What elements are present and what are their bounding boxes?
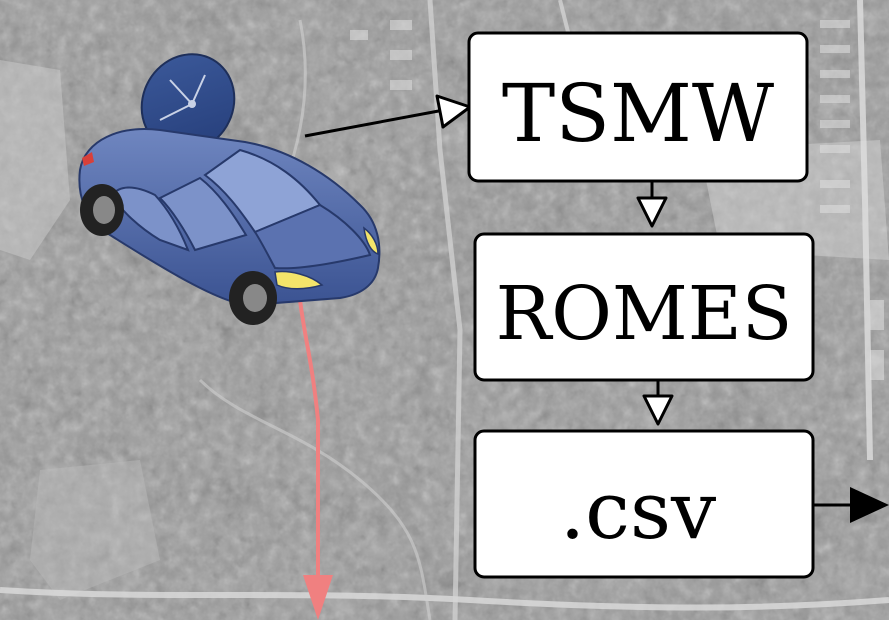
car-taillight xyxy=(82,152,94,166)
route-path xyxy=(298,299,333,620)
open-field-bottom xyxy=(30,460,160,600)
route-arrowhead xyxy=(303,575,333,620)
arrow-csv-output xyxy=(814,487,889,523)
car-hood xyxy=(253,203,372,270)
car-side-window-rear xyxy=(110,186,190,252)
road-6 xyxy=(198,378,432,620)
arrow-tsmw-to-romes xyxy=(636,182,668,228)
open-field-left xyxy=(0,60,70,260)
car-wheel-rear xyxy=(80,184,124,236)
car-with-satellite-dish-icon xyxy=(78,53,381,325)
road-2 xyxy=(427,0,463,620)
road-1 xyxy=(0,587,889,611)
car-headlight-right xyxy=(363,226,379,256)
pipeline-box-csv: .csv xyxy=(473,429,815,579)
road-3 xyxy=(857,0,873,461)
arrow-car-to-tsmw xyxy=(304,94,472,138)
house-rows xyxy=(350,20,884,380)
pipeline-box-tsmw-label: TSMW xyxy=(502,67,774,160)
car-wheel-front xyxy=(229,271,277,325)
pipeline-box-romes-label: ROMES xyxy=(496,271,793,357)
pipeline-box-csv-label: .csv xyxy=(560,464,716,557)
pipeline-box-romes: ROMES xyxy=(473,232,815,382)
car-side-window-front xyxy=(158,176,248,252)
car-headlight-left xyxy=(274,270,324,290)
arrow-romes-to-csv xyxy=(642,381,674,426)
pipeline-box-tsmw: TSMW xyxy=(467,31,809,183)
